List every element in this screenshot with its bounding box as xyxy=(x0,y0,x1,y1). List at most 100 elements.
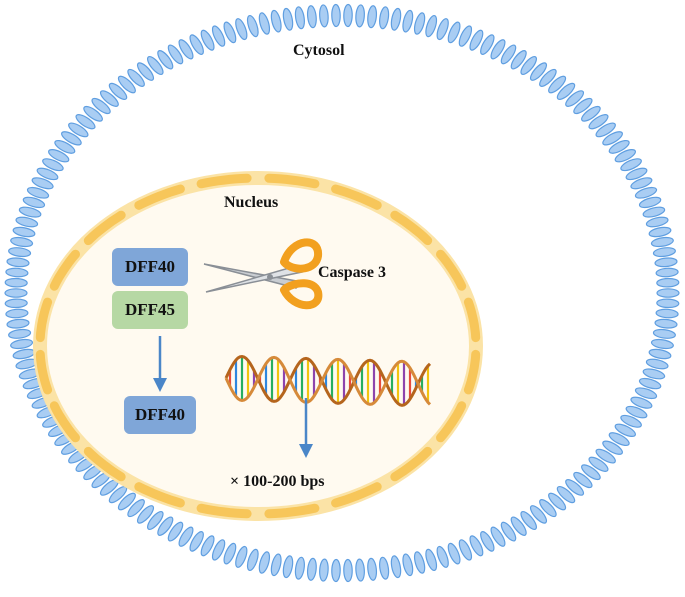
phospholipid xyxy=(652,328,676,339)
phospholipid xyxy=(548,75,567,94)
phospholipid xyxy=(539,68,557,87)
phospholipid xyxy=(625,167,648,181)
phospholipid xyxy=(343,558,353,583)
phospholipid xyxy=(425,14,438,38)
phospholipid xyxy=(211,25,226,47)
dff40-released-box: DFF40 xyxy=(124,396,196,434)
nuclear-envelope-segment xyxy=(49,401,80,443)
phospholipid xyxy=(18,206,42,218)
phospholipid xyxy=(258,12,271,35)
phospholipid xyxy=(447,542,461,565)
phospholipid xyxy=(548,492,567,511)
phospholipid xyxy=(127,68,145,87)
phospholipid xyxy=(331,558,341,583)
phospholipid xyxy=(4,288,28,298)
arrow-dff-release xyxy=(153,336,167,392)
phospholipid xyxy=(436,545,449,568)
phospholipid xyxy=(48,148,70,163)
phospholipid xyxy=(565,479,585,496)
phospholipid xyxy=(500,44,517,65)
phospholipid xyxy=(235,545,248,568)
phospholipid xyxy=(5,267,29,278)
phospholipid xyxy=(306,5,317,29)
phospholipid xyxy=(425,548,438,572)
phospholipid xyxy=(602,440,623,455)
phospholipid xyxy=(614,148,636,163)
nuclear-envelope-segment xyxy=(264,503,320,519)
phospholipid xyxy=(223,542,237,565)
phospholipid xyxy=(638,377,662,390)
nuclear-envelope-segment xyxy=(134,482,185,508)
phospholipid xyxy=(178,526,194,547)
phospholipid xyxy=(595,122,616,138)
phospholipid xyxy=(565,90,585,107)
phospholipid xyxy=(588,114,609,130)
phospholipid xyxy=(480,531,495,552)
phospholipid xyxy=(246,548,259,572)
phospholipid xyxy=(127,499,145,518)
phospholipid xyxy=(270,9,282,33)
phospholipid xyxy=(588,456,609,472)
scissors-icon xyxy=(203,238,323,310)
phospholipid xyxy=(200,29,215,51)
phospholipid xyxy=(246,14,259,38)
phospholipid xyxy=(656,277,680,288)
phospholipid xyxy=(223,21,237,44)
phospholipid xyxy=(645,358,669,370)
phospholipid xyxy=(648,226,672,238)
nuclear-envelope-segment xyxy=(196,173,252,189)
phospholipid xyxy=(157,50,174,70)
phospholipid xyxy=(68,122,89,138)
phospholipid xyxy=(6,318,30,329)
phospholipid xyxy=(556,486,576,504)
nuclear-envelope-segment xyxy=(331,482,382,508)
phospholipid xyxy=(12,348,36,360)
phospholipid xyxy=(61,131,82,146)
nuclear-envelope-segment xyxy=(390,210,433,246)
phospholipid xyxy=(136,505,155,524)
phospholipid xyxy=(500,521,517,542)
nuclear-envelope xyxy=(33,171,483,521)
nuclear-envelope-segment xyxy=(463,349,481,395)
phospholipid xyxy=(608,432,630,447)
phospholipid xyxy=(157,516,174,536)
phospholipid xyxy=(108,82,128,100)
phospholipid xyxy=(650,236,674,248)
cytosol-label: Cytosol xyxy=(293,42,345,59)
phospholipid xyxy=(147,510,164,531)
phospholipid xyxy=(510,516,527,536)
phospholipid xyxy=(402,9,414,33)
phospholipid xyxy=(480,34,495,55)
nuclear-envelope-segment xyxy=(83,446,126,482)
phospholipid xyxy=(294,556,305,580)
phospholipid xyxy=(390,555,402,579)
phospholipid xyxy=(26,186,50,199)
dff40-box: DFF40 xyxy=(112,248,188,286)
dff45-box: DFF45 xyxy=(112,291,188,329)
phospholipid xyxy=(167,521,184,542)
phospholipid xyxy=(8,247,32,258)
phospholipid xyxy=(654,318,678,329)
phospholipid xyxy=(529,505,548,524)
nuclear-envelope-segment xyxy=(390,446,433,482)
phospholipid xyxy=(4,277,28,288)
phospholipid xyxy=(634,186,658,199)
phospholipid xyxy=(42,158,64,172)
phospholipid xyxy=(581,105,601,122)
phospholipid xyxy=(573,97,593,115)
phospholipid xyxy=(379,6,390,30)
nuclear-envelope-segment xyxy=(331,184,382,210)
nuclear-envelope-segment xyxy=(264,173,320,189)
phospholipid xyxy=(510,50,527,70)
phospholipid xyxy=(211,539,226,561)
phospholipid xyxy=(620,414,642,428)
nuclear-envelope-segment xyxy=(83,210,126,246)
phospholipid xyxy=(319,4,329,28)
phospholipid xyxy=(656,298,680,309)
dna-strand xyxy=(224,354,432,407)
phospholipid xyxy=(6,257,30,268)
phospholipid xyxy=(294,6,305,30)
phospholipid xyxy=(556,82,576,100)
phospholipid xyxy=(642,206,666,218)
nucleus-label: Nucleus xyxy=(224,194,279,211)
